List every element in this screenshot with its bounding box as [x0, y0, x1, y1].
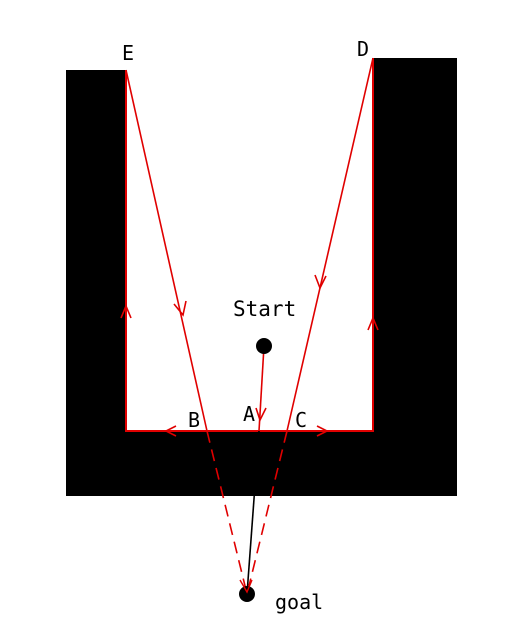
label-d: D — [357, 37, 369, 61]
label-start: Start — [233, 297, 296, 321]
inner-wall-path — [125, 58, 374, 432]
arrow-right-wall-up — [367, 315, 379, 331]
label-goal: goal — [275, 590, 323, 614]
goal-arrowhead — [239, 579, 253, 594]
path-e-to-b — [125, 69, 208, 432]
arrow-e-to-b-down — [173, 300, 187, 317]
path-b-to-goal-dashed — [206, 430, 248, 595]
arrow-bottom-right — [316, 425, 329, 437]
start-point — [256, 338, 272, 354]
path-c-to-goal-dashed — [246, 430, 288, 595]
path-d-to-c — [286, 57, 374, 432]
goal-point — [239, 586, 255, 602]
label-e: E — [122, 41, 134, 65]
u-obstacle — [66, 58, 457, 496]
arrow-left-wall-up — [120, 303, 132, 319]
label-b: B — [188, 408, 200, 432]
arrow-start-to-a-down — [255, 407, 267, 423]
label-a: A — [243, 402, 255, 426]
start-to-a-line — [258, 345, 265, 432]
direct-line-to-goal — [246, 430, 260, 595]
label-c: C — [295, 408, 307, 432]
arrow-bottom-left — [164, 425, 177, 437]
arrow-d-to-c-down — [314, 274, 327, 290]
